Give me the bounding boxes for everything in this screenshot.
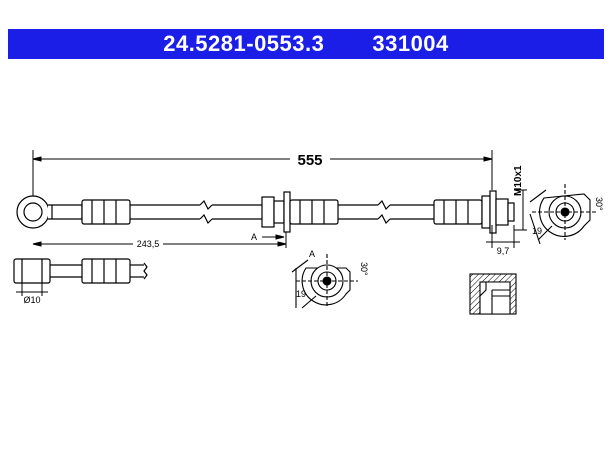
partial-length-dimension <box>32 232 287 248</box>
end-view-a-angle-label: 30° <box>359 262 369 276</box>
total-length-label: 555 <box>297 152 322 169</box>
eye-side-view <box>13 258 148 284</box>
eye-diameter-label: Ø10 <box>23 295 40 305</box>
view-marker-main: A <box>251 232 257 242</box>
end-view-right-wrench-label: 19 <box>532 226 542 236</box>
end-view-right <box>529 184 596 245</box>
view-arrow-a <box>262 234 285 240</box>
eye-diameter-dimension <box>16 283 48 296</box>
section-detail <box>469 273 517 315</box>
thread-label: M10x1 <box>513 165 524 196</box>
end-view-right-angle-label: 30° <box>594 197 604 211</box>
end-view-a <box>291 254 358 309</box>
partial-length-label: 243,5 <box>137 239 160 249</box>
part-code: 331004 <box>372 31 449 56</box>
brake-hose-main <box>16 190 515 234</box>
fitting-length-dimension <box>486 225 520 248</box>
title-bar: 24.5281-0553.3 331004 <box>8 29 604 59</box>
fitting-length-label: 9,7 <box>497 246 510 256</box>
total-length-dimension <box>32 150 493 205</box>
view-marker-a-label: A <box>309 249 315 259</box>
end-view-a-wrench-label: 19 <box>296 289 306 299</box>
thread-dimension <box>514 189 527 231</box>
part-number: 24.5281-0553.3 <box>163 31 325 56</box>
